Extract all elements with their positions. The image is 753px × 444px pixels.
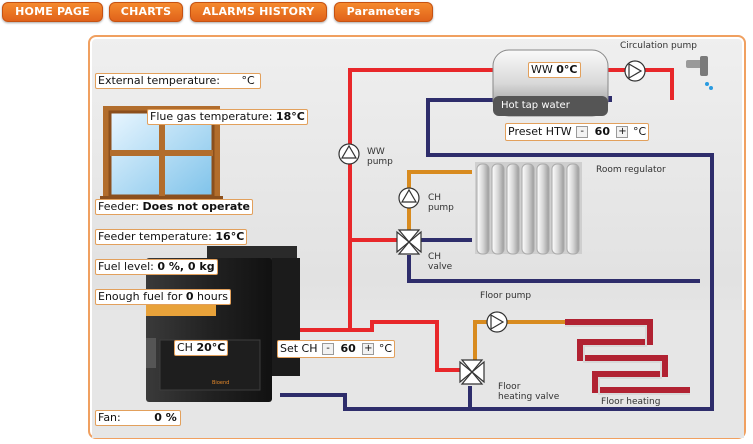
floor-heating-valve-caption: Floor heating valve — [498, 382, 559, 402]
ch-valve-caption: CH valve — [428, 252, 452, 272]
floor-valve-caption-line1: Floor — [498, 382, 521, 392]
ch-pump-icon — [398, 187, 420, 209]
ww-pump-caption-line1: WW — [367, 147, 385, 157]
set-ch-control: Set CH - 60 + °C — [277, 340, 396, 358]
room-regulator-caption: Room regulator — [596, 165, 666, 175]
ch-temperature-value: 20°C — [196, 341, 226, 354]
water-tap-icon — [686, 56, 713, 90]
ww-temperature-readout: WW 0°C — [528, 62, 581, 78]
ww-pump-caption-line2: pump — [367, 157, 393, 167]
supply-pipes — [260, 68, 674, 372]
floor-valve-caption-line2: heating valve — [498, 392, 560, 402]
fan-label: Fan: — [98, 411, 121, 424]
enough-fuel-unit: hours — [197, 290, 228, 303]
ch-pump-caption-line2: pump — [428, 203, 454, 213]
set-ch-value: 60 — [340, 342, 356, 355]
preset-htw-value: 60 — [594, 125, 610, 138]
floor-pump-icon — [486, 311, 508, 333]
feeder-temperature-readout: Feeder temperature: 16°C — [95, 229, 248, 245]
circulation-pump-icon — [624, 60, 646, 82]
floor-heating-valve-icon — [459, 359, 485, 385]
preset-htw-decrease-button[interactable]: - — [576, 126, 589, 138]
floor-heating-loops — [565, 319, 690, 395]
ch-pump-caption-line1: CH — [428, 193, 442, 203]
fan-readout: Fan: 0 % — [95, 410, 181, 426]
alarms-history-button[interactable]: ALARMS HISTORY — [190, 2, 327, 22]
feeder-temperature-label: Feeder temperature: — [98, 230, 212, 243]
external-temperature-readout: External temperature: °C — [95, 73, 261, 89]
preset-htw-increase-button[interactable]: + — [616, 126, 629, 138]
feeder-label: Feeder: — [98, 200, 140, 213]
ww-temperature-value: 0°C — [556, 63, 578, 76]
fuel-level-value: 0 %, 0 kg — [157, 260, 215, 273]
flue-gas-temperature-readout: Flue gas temperature: 18°C — [147, 109, 308, 125]
ch-valve-caption-line2: valve — [428, 262, 453, 272]
ch-pump-caption: CH pump — [428, 193, 454, 213]
radiator — [475, 162, 582, 255]
boiler-brand-label: Bioend — [212, 380, 229, 386]
enough-fuel-label: Enough fuel for — [98, 290, 183, 303]
external-temperature-label: External temperature: — [98, 74, 220, 87]
fan-value: 0 % — [154, 411, 177, 424]
set-ch-unit: °C — [378, 342, 393, 355]
circulation-pump-caption: Circulation pump — [620, 41, 697, 51]
preset-htw-control: Preset HTW - 60 + °C — [505, 123, 650, 141]
window-illustration — [100, 106, 223, 204]
flue-gas-label: Flue gas temperature: — [150, 110, 273, 123]
ch-circuit-pipes — [407, 170, 565, 360]
ch-temperature-readout: CH 20°C — [174, 340, 229, 356]
home-page-button[interactable]: HOME PAGE — [2, 2, 103, 22]
ww-pump-caption: WW pump — [367, 147, 393, 167]
floor-heating-caption: Floor heating — [601, 397, 661, 407]
ch-temperature-label: CH — [177, 341, 193, 354]
feeder-temperature-value: 16°C — [215, 230, 245, 243]
set-ch-decrease-button[interactable]: - — [322, 343, 335, 355]
hot-tap-water-caption: Hot tap water — [501, 100, 570, 111]
floor-pump-caption: Floor pump — [480, 291, 532, 301]
ch-valve-icon — [396, 229, 422, 255]
charts-button[interactable]: CHARTS — [109, 2, 183, 22]
feeder-value: Does not operate — [142, 200, 251, 213]
preset-htw-label: Preset HTW — [508, 125, 572, 138]
ww-pump-icon — [338, 143, 360, 165]
fuel-level-readout: Fuel level: 0 %, 0 kg — [95, 259, 218, 275]
enough-fuel-readout: Enough fuel for 0 hours — [95, 289, 231, 305]
parameters-button[interactable]: Parameters — [334, 2, 433, 22]
fuel-level-label: Fuel level: — [98, 260, 154, 273]
ww-temperature-label: WW — [531, 63, 553, 76]
feeder-status-readout: Feeder: Does not operate — [95, 199, 254, 215]
enough-fuel-value: 0 — [185, 290, 194, 303]
external-temperature-unit: °C — [241, 74, 255, 87]
preset-htw-unit: °C — [632, 125, 647, 138]
set-ch-increase-button[interactable]: + — [362, 343, 375, 355]
set-ch-label: Set CH — [280, 342, 318, 355]
flue-gas-value: 18°C — [275, 110, 305, 123]
ch-valve-caption-line1: CH — [428, 252, 442, 262]
